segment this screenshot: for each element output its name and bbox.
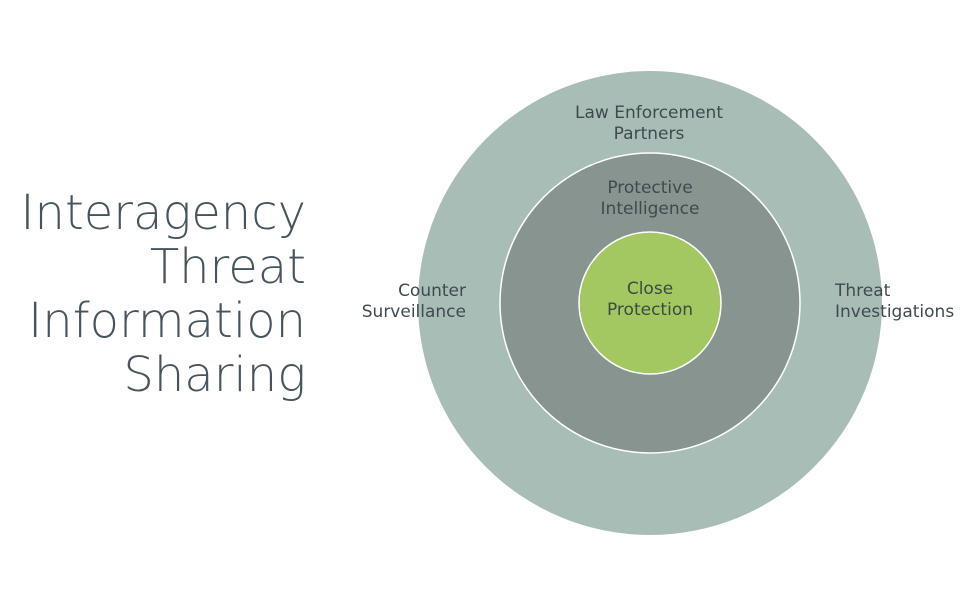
- label-law-enforcement-partners: Law Enforcement Partners: [549, 103, 749, 145]
- label-counter-surveillance: Counter Surveillance: [346, 281, 466, 323]
- page-title: Interagency Threat Information Sharing: [0, 186, 306, 402]
- label-protective-intelligence: Protective Intelligence: [560, 178, 740, 220]
- label-line: Close: [626, 279, 674, 299]
- label-line: Threat: [835, 281, 891, 301]
- title-line: Information: [28, 293, 306, 349]
- title-line: Interagency: [20, 185, 306, 241]
- label-close-protection: Close Protection: [579, 279, 721, 321]
- label-line: Counter: [398, 281, 466, 301]
- label-line: Surveillance: [361, 302, 466, 322]
- label-line: Protection: [606, 300, 693, 320]
- label-line: Protective: [607, 178, 693, 198]
- label-line: Intelligence: [600, 199, 700, 219]
- title-line: Sharing: [123, 347, 306, 403]
- label-threat-investigations: Threat Investigations: [835, 281, 976, 323]
- label-line: Investigations: [835, 302, 955, 322]
- title-line: Threat: [149, 239, 306, 295]
- label-line: Law Enforcement: [575, 103, 723, 123]
- center-circle: [578, 231, 722, 375]
- label-line: Partners: [613, 124, 685, 144]
